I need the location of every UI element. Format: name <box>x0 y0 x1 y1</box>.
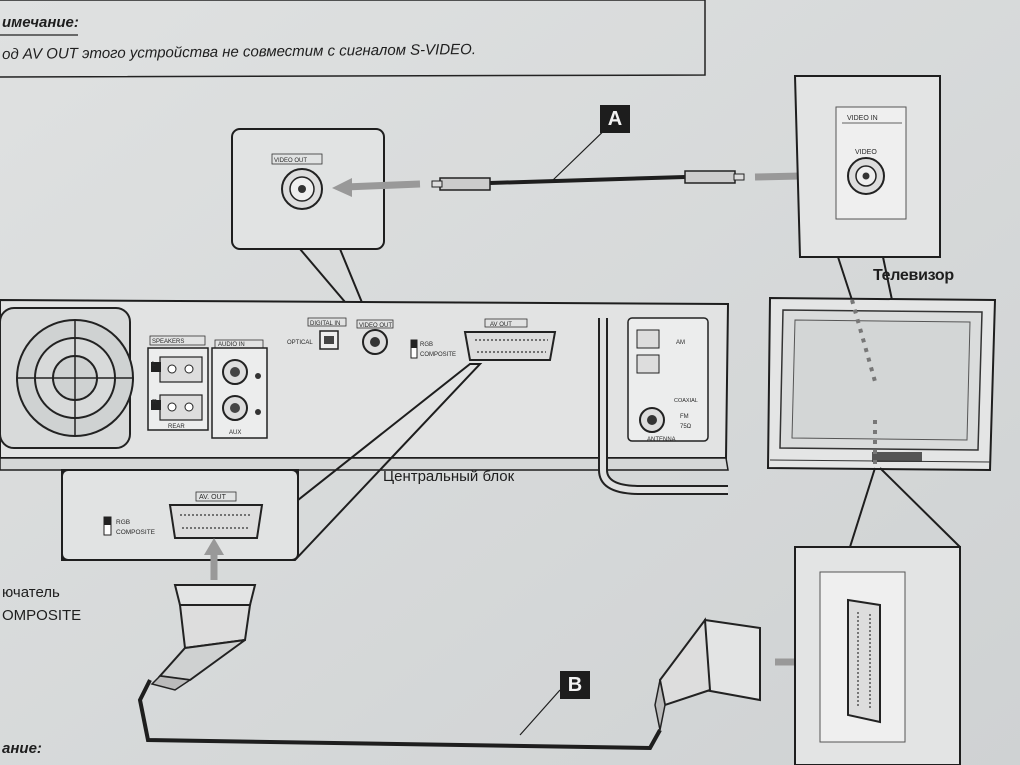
cable-a <box>431 119 745 191</box>
cable-b-badge: B <box>560 671 590 699</box>
speakers-label: SPEAKERS <box>152 339 184 345</box>
central-unit <box>0 298 730 495</box>
fm-ohm-label: 75Ω <box>680 424 692 430</box>
digital-in-label: DIGITAL IN <box>310 321 340 327</box>
am-label: AM <box>676 340 685 346</box>
tv-title: Телевизор <box>873 267 954 284</box>
video-out-callout <box>231 128 385 323</box>
callout-composite-label: COMPOSITE <box>116 529 156 536</box>
optical-label: OPTICAL <box>287 340 313 346</box>
tv-scart-callout <box>794 467 961 765</box>
coaxial-label: COAXIAL <box>674 398 698 404</box>
video-in-header: VIDEO IN <box>847 115 878 122</box>
tv-video-in-callout <box>793 75 941 301</box>
rear-label: REAR <box>168 424 185 430</box>
arrow-video-out <box>332 178 421 197</box>
unit-video-out-label: VIDEO OUT <box>359 323 392 329</box>
unit-composite-label: COMPOSITE <box>420 352 456 358</box>
callout-av-out-label: AV. OUT <box>199 494 227 501</box>
unit-av-out-label: AV OUT <box>490 322 512 328</box>
audio-in-label: AUDIO IN <box>218 342 245 348</box>
television <box>766 296 997 472</box>
speaker-r-label: R <box>152 399 157 406</box>
arrow-av-out <box>204 538 224 580</box>
aux-label: AUX <box>229 430 241 436</box>
av-out-callout <box>61 363 483 561</box>
cable-a-badge: A <box>600 105 630 133</box>
video-out-callout-label: VIDEO OUT <box>274 158 307 164</box>
antenna-label: ANTENNA <box>647 437 676 443</box>
fan-grille <box>0 307 134 449</box>
speaker-l-label: L <box>152 361 156 368</box>
switch-label-line2: OMPOSITE <box>2 607 82 624</box>
note-box <box>0 0 706 78</box>
note2-title: ание: <box>2 740 42 757</box>
callout-rgb-label: RGB <box>116 519 130 526</box>
video-in-label: VIDEO <box>855 149 877 156</box>
note-title: имечание: <box>2 14 79 31</box>
central-unit-caption: Центральный блок <box>383 468 515 485</box>
cable-b <box>137 584 761 751</box>
fm-label: FM <box>680 414 689 420</box>
switch-label-line1: ючатель <box>2 584 60 601</box>
unit-rgb-label: RGB <box>420 342 433 348</box>
